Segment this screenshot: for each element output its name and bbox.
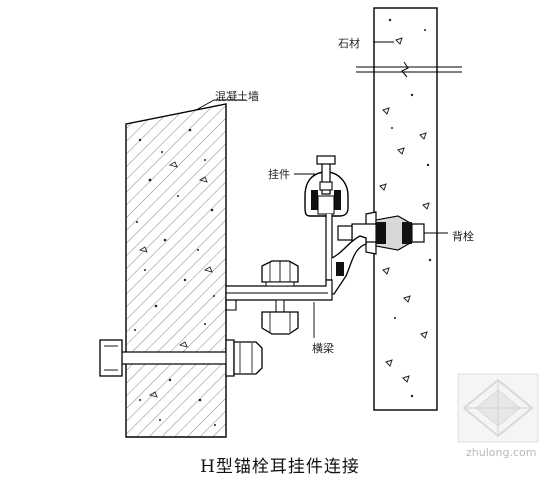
back-bolt [337, 211, 448, 255]
concrete-wall [125, 103, 227, 438]
label-hanger: 挂件 [268, 168, 290, 181]
leader-concrete-tail [195, 99, 215, 111]
diagram-caption: H型锚栓耳挂件连接 [200, 457, 360, 477]
cross-beam [225, 279, 333, 311]
label-concrete-wall: 混凝土墙 [215, 90, 259, 103]
hanger-bracket [304, 155, 367, 295]
watermark-text: zhulong.com [466, 446, 537, 459]
label-back-bolt: 背栓 [452, 230, 474, 243]
stone-panel [356, 7, 462, 411]
beam-bolt [261, 260, 299, 335]
label-stone: 石材 [338, 37, 360, 50]
watermark-logo [457, 373, 539, 443]
label-beam: 横梁 [312, 342, 334, 355]
wall-anchor-bolt [99, 339, 263, 377]
